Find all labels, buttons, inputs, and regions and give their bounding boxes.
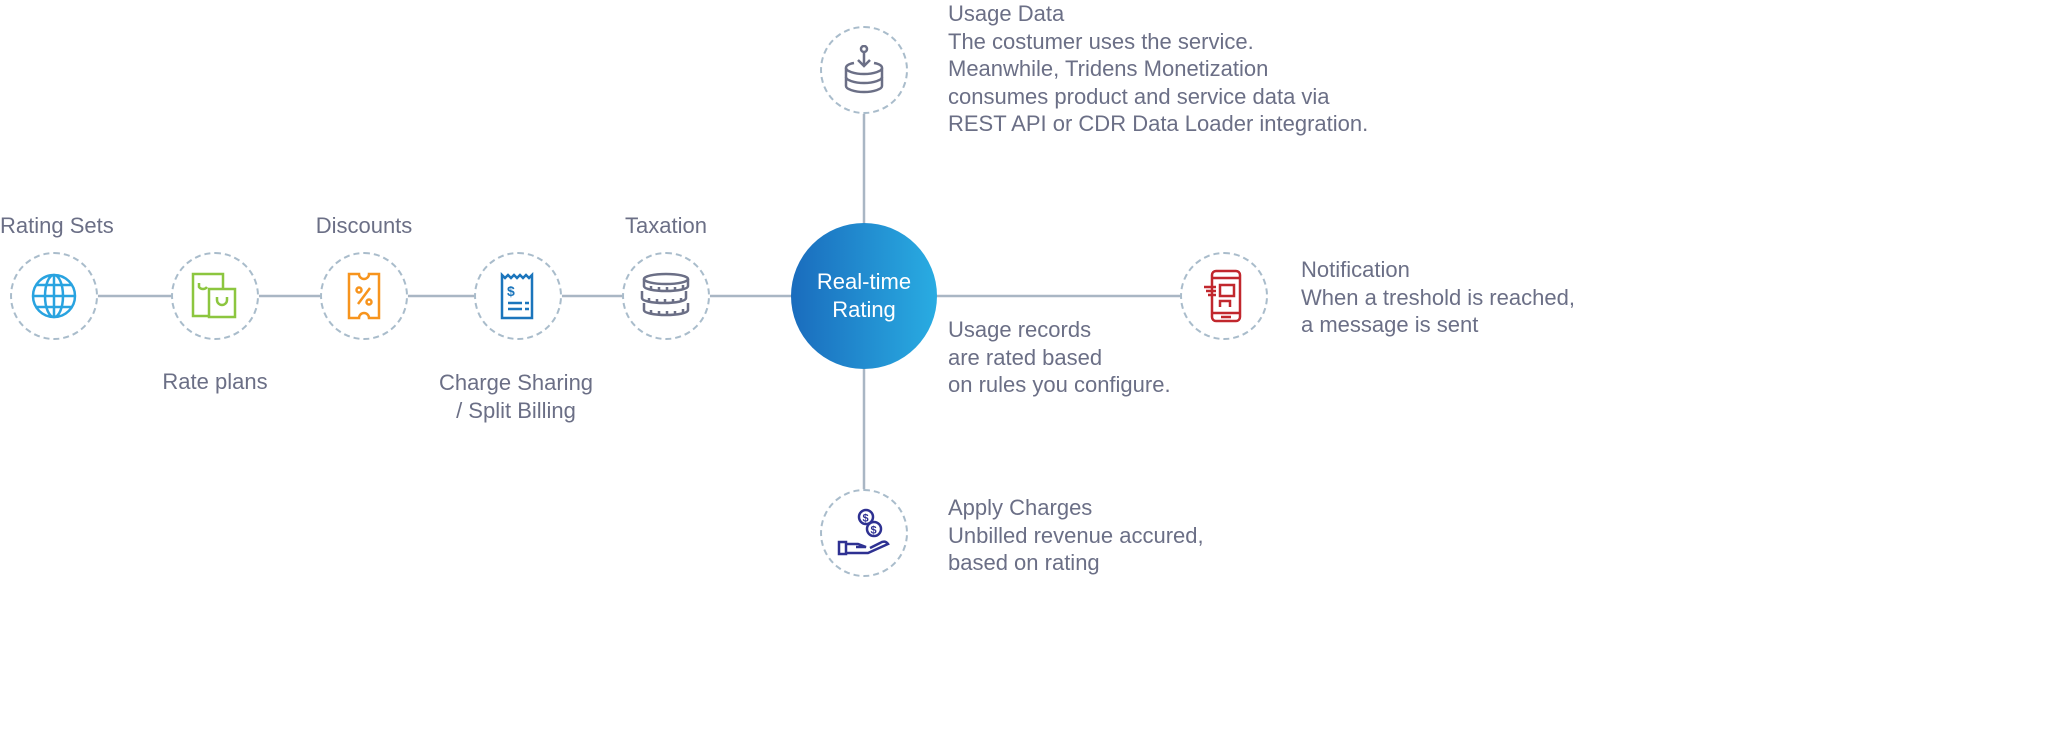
usage-records-line: on rules you configure.: [948, 372, 1171, 397]
charge-sharing-line2: / Split Billing: [456, 397, 576, 423]
usage-data-text: Usage Data The costumer uses the service…: [948, 0, 1368, 138]
real-time-rating-hub: Real-time Rating: [791, 223, 937, 369]
usage-records-line: are rated based: [948, 344, 1103, 370]
usage-records-text: Usage records are rated based on rules y…: [948, 316, 1171, 399]
usage-data-node: [820, 26, 908, 114]
shopping-bags-icon: [191, 272, 237, 319]
usage-data-line: consumes product and service data via: [948, 83, 1330, 109]
charge-sharing-line1: Charge Sharing: [438, 370, 594, 395]
charge-sharing-node: $: [474, 252, 562, 340]
discounts-label: Discounts: [315, 213, 413, 238]
taxation-node: [622, 252, 710, 340]
discount-ticket-icon: [347, 272, 381, 320]
apply-charges-title: Apply Charges: [948, 495, 1093, 520]
notification-text: Notification When a treshold is reached,…: [1301, 256, 1575, 339]
taxation-label: Taxation: [625, 213, 707, 238]
apply-charges-text: Apply Charges Unbilled revenue accured, …: [948, 494, 1204, 577]
svg-text:$: $: [507, 283, 515, 299]
rate-plans-label: Rate plans: [162, 369, 268, 394]
usage-data-line: Meanwhile, Tridens Monetization: [948, 56, 1269, 81]
usage-data-title: Usage Data: [948, 1, 1065, 26]
notification-line: When a treshold is reached,: [1301, 284, 1575, 310]
hub-line1: Real-time: [816, 269, 912, 294]
notification-node: [1180, 252, 1268, 340]
mobile-message-icon: [1204, 269, 1242, 323]
svg-text:$: $: [863, 513, 869, 525]
database-download-icon: [844, 45, 884, 94]
discounts-node: [320, 252, 408, 340]
usage-data-line: The costumer uses the service.: [948, 28, 1254, 54]
hand-coins-icon: $$: [837, 508, 890, 556]
apply-charges-line: based on rating: [948, 550, 1100, 575]
receipt-icon: $: [500, 271, 534, 320]
coins-stack-icon: [640, 272, 690, 317]
charge-sharing-label: Charge Sharing/ Split Billing: [439, 369, 593, 424]
notification-title: Notification: [1301, 257, 1410, 282]
rating-sets-node: [10, 252, 98, 340]
apply-charges-line: Unbilled revenue accured,: [948, 522, 1204, 548]
usage-records-line: Usage records: [948, 317, 1092, 342]
svg-text:$: $: [871, 525, 877, 537]
usage-data-line: REST API or CDR Data Loader integration.: [948, 111, 1369, 136]
hub-line2: Rating: [832, 297, 896, 322]
rate-plans-node: [171, 252, 259, 340]
rating-sets-label: Rating Sets: [0, 213, 114, 238]
notification-line: a message is sent: [1301, 312, 1479, 337]
apply-charges-node: $$: [820, 489, 908, 577]
globe-icon: [31, 273, 77, 319]
